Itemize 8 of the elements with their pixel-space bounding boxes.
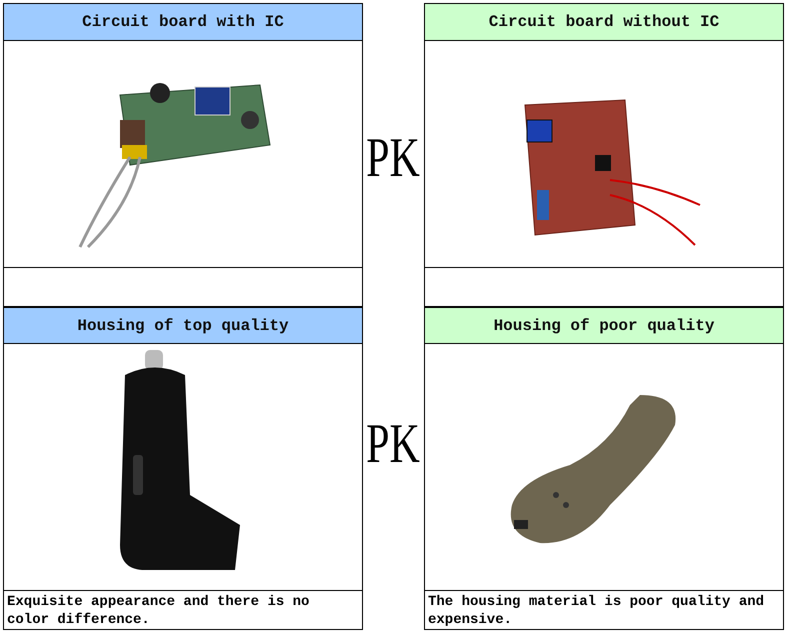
versus-text: PK (365, 412, 421, 476)
column-header: Circuit board without IC (424, 3, 784, 41)
column-header: Housing of poor quality (424, 307, 784, 344)
description-text: The housing material is poor quality and expensive. (424, 590, 784, 630)
versus-text: PK (365, 126, 421, 190)
column-header: Housing of top quality (3, 307, 363, 344)
description-text: Exquisite appearance and there is no color difference. (3, 590, 363, 630)
column-header: Circuit board with IC (3, 3, 363, 41)
